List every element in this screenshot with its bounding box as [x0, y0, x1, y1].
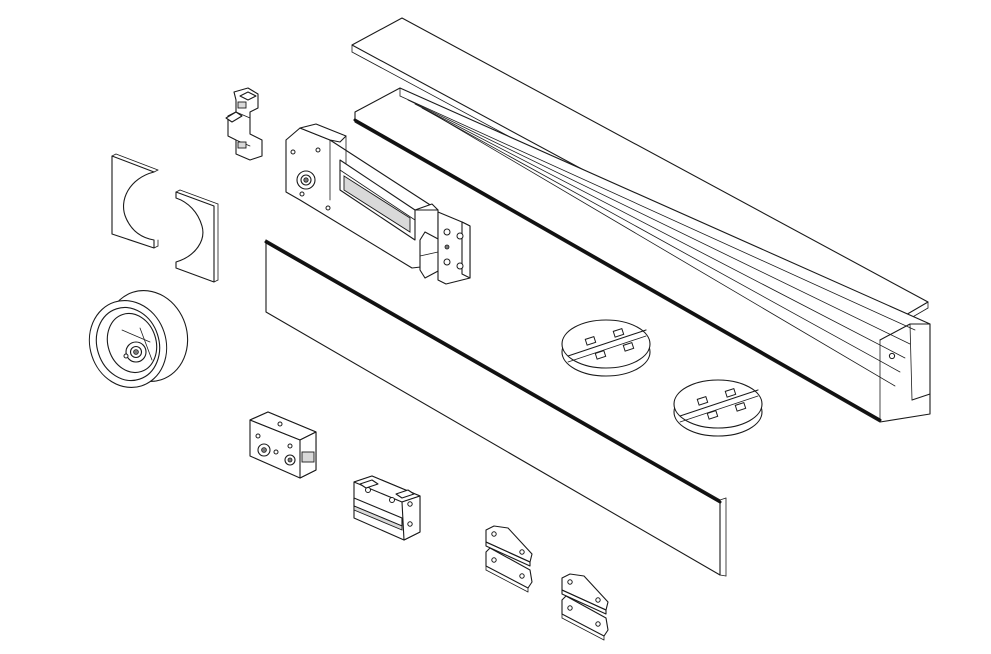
round-shoe-upper	[561, 319, 651, 377]
front-cover-plate	[264, 239, 727, 577]
main-channel-profile	[353, 87, 931, 423]
door-closer-body	[285, 123, 471, 285]
spindle-pulley	[88, 289, 189, 389]
slide-block	[353, 475, 421, 541]
arm-bracket-block	[249, 411, 317, 479]
mounting-clip	[225, 87, 263, 161]
angle-plate-pair-right	[561, 573, 609, 641]
left-end-cap-piece	[111, 153, 159, 249]
right-end-cap-piece	[175, 189, 219, 283]
round-shoe-lower	[673, 379, 763, 437]
angle-plate-pair-left	[485, 525, 533, 593]
